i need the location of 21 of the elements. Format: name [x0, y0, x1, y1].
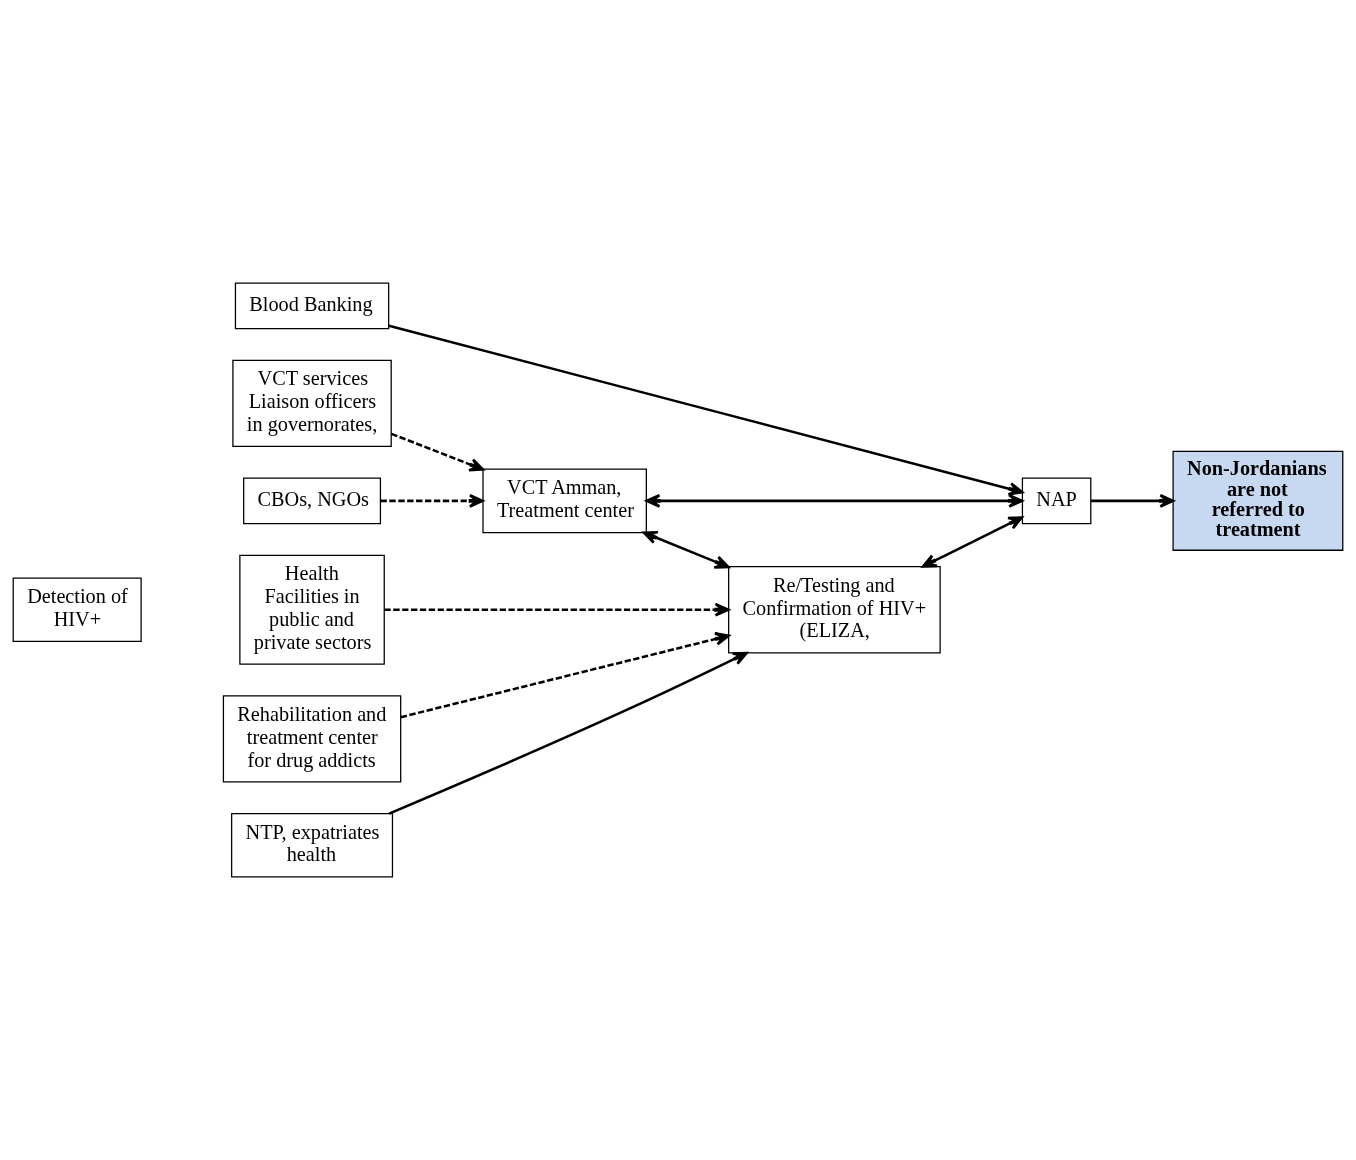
node-box: Non-Jordanians are not referred to treatment	[1172, 450, 1344, 551]
arrow	[921, 516, 1024, 568]
node-box: Rehabilitation and treatment center for drug addicts	[222, 695, 402, 783]
node-box: Detection of HIV+	[12, 577, 142, 643]
arrow	[388, 324, 1024, 496]
arrow	[384, 602, 730, 617]
node-box: VCT services Liaison officers in governorates,	[232, 359, 392, 448]
arrow	[642, 530, 730, 569]
arrow	[645, 493, 1024, 508]
arrow	[400, 632, 730, 719]
arrow	[390, 432, 485, 472]
node-box: NAP	[1021, 477, 1092, 525]
node-box: VCT Amman, Treatment center	[482, 468, 647, 534]
arrow	[1091, 493, 1175, 508]
node-box: Re/Testing and Confirmation of HIV+ (ELIZA,	[728, 566, 941, 654]
node-box: NTP, expatriates health	[231, 813, 394, 878]
arrow	[388, 651, 748, 815]
node-box: Blood Banking	[234, 282, 390, 330]
arrow	[380, 493, 484, 508]
node-box: CBOs, NGOs	[243, 477, 382, 525]
node-box: Health Facilities in public and private sectors	[239, 554, 385, 665]
